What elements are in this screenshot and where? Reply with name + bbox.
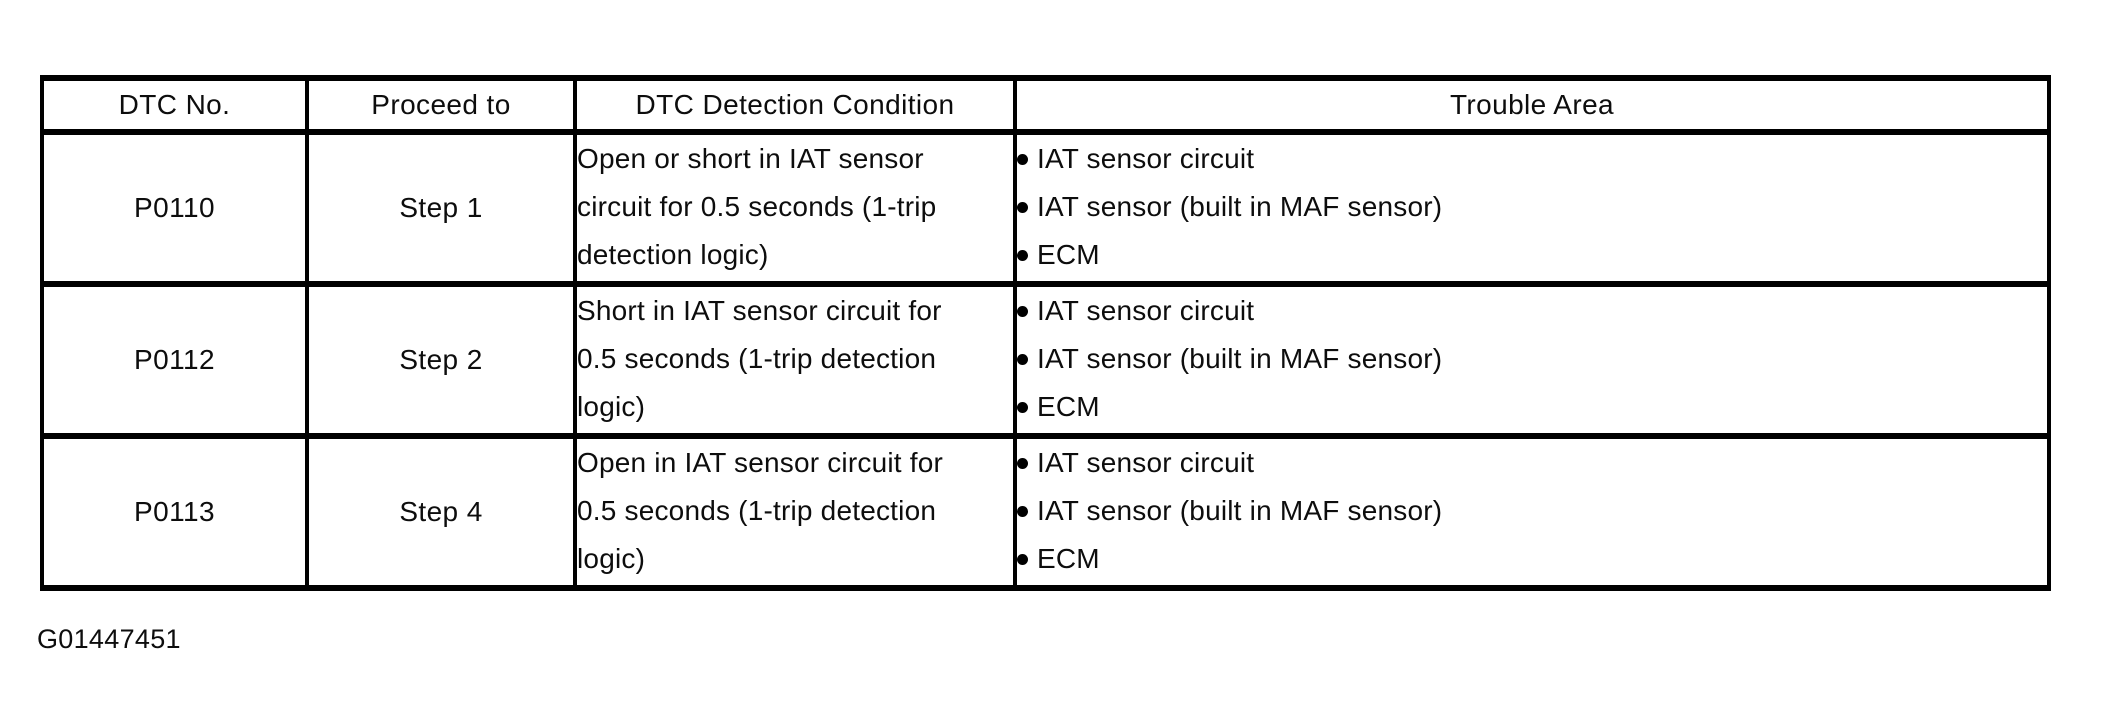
header-row: DTC No. Proceed to DTC Detection Conditi… [40, 75, 2051, 135]
trouble-area-list: IAT sensor circuit IAT sensor (built in … [1013, 129, 2051, 287]
header-cell-dtc-no: DTC No. [40, 75, 309, 135]
detection-condition: Open in IAT sensor circuit for 0.5 secon… [573, 433, 1017, 591]
header-cell-trouble-area: Trouble Area [1013, 75, 2051, 135]
trouble-area-text: IAT sensor circuit [1037, 295, 1255, 326]
figure-id-caption: G01447451 [37, 624, 181, 654]
trouble-area-item: IAT sensor (built in MAF sensor) [1017, 335, 2047, 383]
condition-line: Open in IAT sensor circuit for [577, 447, 943, 478]
detection-condition: Open or short in IAT sensor circuit for … [573, 129, 1017, 287]
bullet-icon [1017, 305, 1028, 317]
dtc-table-container: DTC No. Proceed to DTC Detection Conditi… [40, 75, 2051, 591]
dtc-table: DTC No. Proceed to DTC Detection Conditi… [40, 75, 2051, 591]
trouble-area-text: IAT sensor (built in MAF sensor) [1037, 495, 1443, 526]
trouble-area-item: IAT sensor (built in MAF sensor) [1017, 183, 2047, 231]
trouble-area-item: ECM [1017, 535, 2047, 583]
trouble-area-text: ECM [1037, 239, 1100, 270]
trouble-area-text: IAT sensor (built in MAF sensor) [1037, 191, 1443, 222]
condition-line: Short in IAT sensor circuit for [577, 295, 942, 326]
trouble-area-text: ECM [1037, 543, 1100, 574]
trouble-area-item: IAT sensor circuit [1017, 287, 2047, 335]
table-row: P0110 Step 1 Open or short in IAT sensor… [40, 129, 2051, 287]
condition-line: detection logic) [577, 239, 769, 270]
condition-line: logic) [577, 543, 646, 574]
trouble-area-item: IAT sensor (built in MAF sensor) [1017, 487, 2047, 535]
header-cell-proceed-to: Proceed to [305, 75, 577, 135]
trouble-area-text: IAT sensor circuit [1037, 447, 1255, 478]
proceed-step: Step 4 [305, 433, 577, 591]
table-row: P0112 Step 2 Short in IAT sensor circuit… [40, 281, 2051, 439]
condition-line: 0.5 seconds (1-trip detection [577, 343, 937, 374]
trouble-area-list: IAT sensor circuit IAT sensor (built in … [1013, 433, 2051, 591]
trouble-area-text: IAT sensor circuit [1037, 143, 1255, 174]
condition-line: 0.5 seconds (1-trip detection [577, 495, 937, 526]
condition-line: circuit for 0.5 seconds (1-trip [577, 191, 937, 222]
bullet-icon [1017, 457, 1028, 469]
bullet-icon [1017, 353, 1028, 365]
header-cell-detection-condition: DTC Detection Condition [573, 75, 1017, 135]
proceed-step: Step 2 [305, 281, 577, 439]
trouble-area-item: ECM [1017, 383, 2047, 431]
bullet-icon [1017, 401, 1028, 413]
bullet-icon [1017, 553, 1028, 565]
trouble-area-item: IAT sensor circuit [1017, 439, 2047, 487]
trouble-area-text: ECM [1037, 391, 1100, 422]
bullet-icon [1017, 201, 1028, 213]
trouble-area-item: IAT sensor circuit [1017, 135, 2047, 183]
bullet-icon [1017, 249, 1028, 261]
bullet-icon [1017, 153, 1028, 165]
condition-line: logic) [577, 391, 646, 422]
detection-condition: Short in IAT sensor circuit for 0.5 seco… [573, 281, 1017, 439]
dtc-code: P0113 [40, 433, 309, 591]
bullet-icon [1017, 505, 1028, 517]
dtc-code: P0110 [40, 129, 309, 287]
table-row: P0113 Step 4 Open in IAT sensor circuit … [40, 433, 2051, 591]
trouble-area-item: ECM [1017, 231, 2047, 279]
dtc-code: P0112 [40, 281, 309, 439]
trouble-area-text: IAT sensor (built in MAF sensor) [1037, 343, 1443, 374]
trouble-area-list: IAT sensor circuit IAT sensor (built in … [1013, 281, 2051, 439]
proceed-step: Step 1 [305, 129, 577, 287]
condition-line: Open or short in IAT sensor [577, 143, 924, 174]
